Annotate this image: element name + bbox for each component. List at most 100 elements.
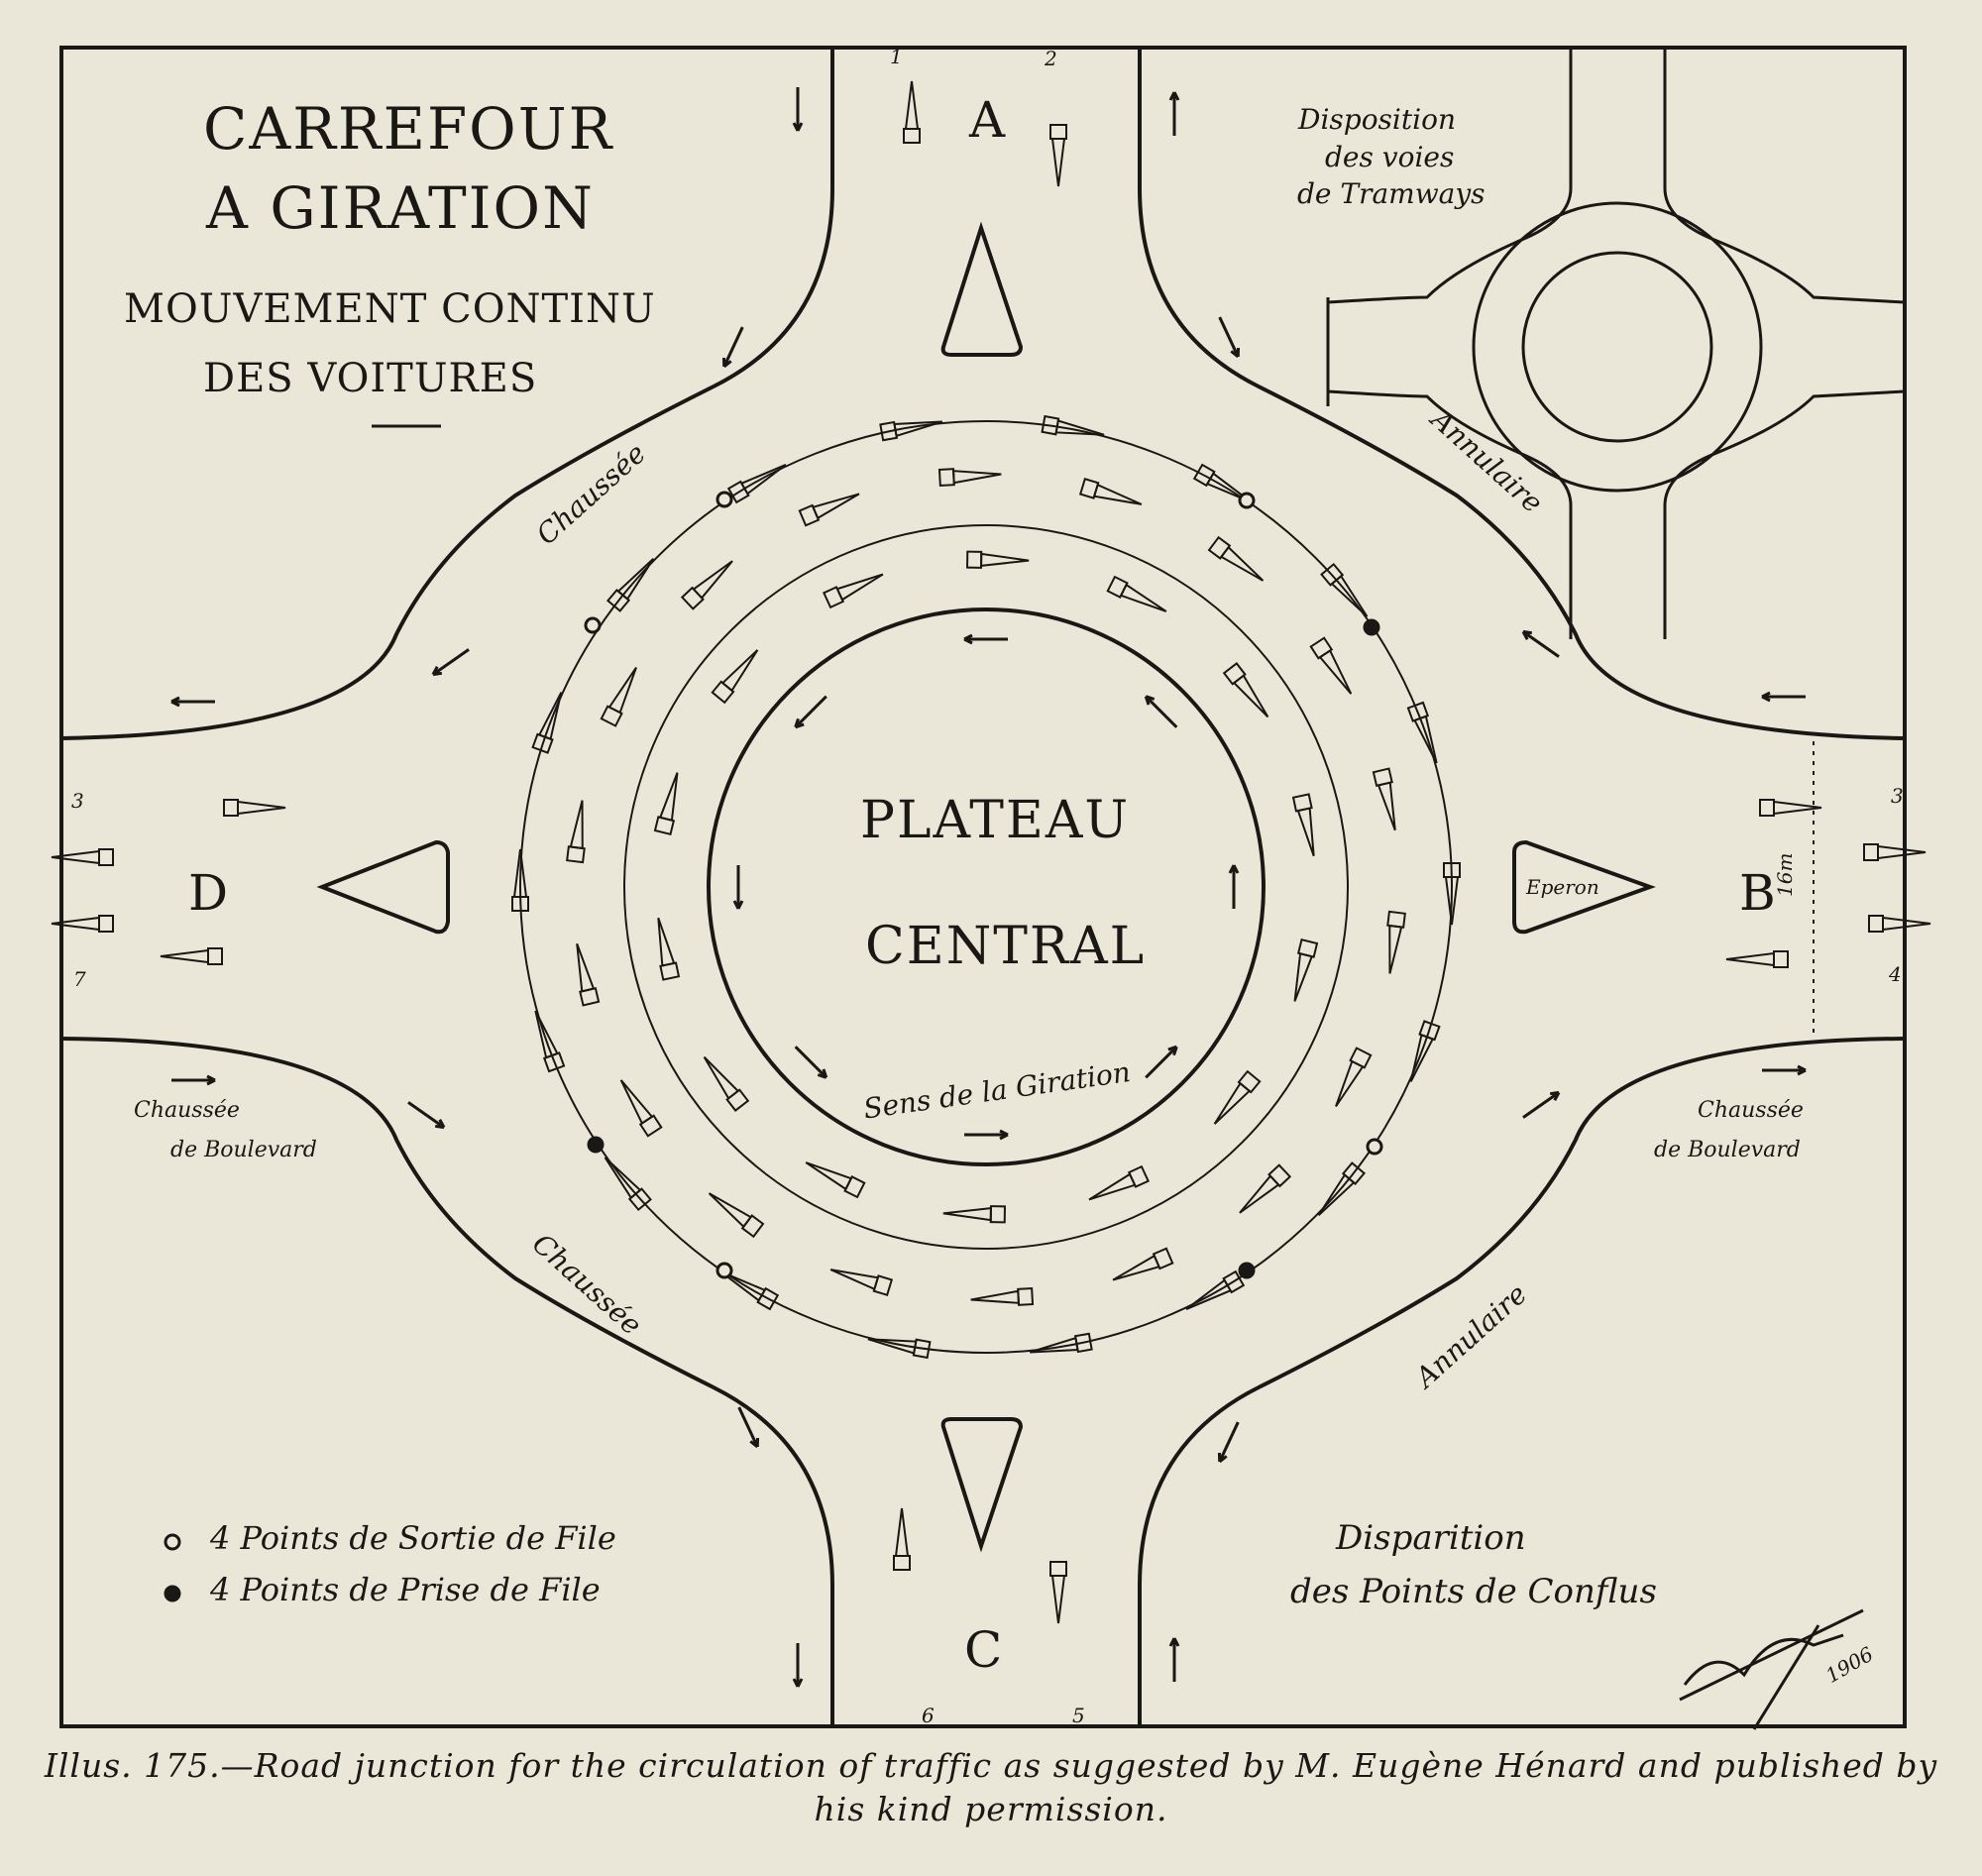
eperon-label: Eperon — [1525, 875, 1599, 899]
vehicle-marker — [1213, 1069, 1262, 1125]
outer-frame — [59, 46, 1907, 1728]
road-label-chaussee-nw: Chaussée — [530, 437, 652, 552]
vehicle-marker — [893, 1507, 911, 1571]
vehicle-marker — [1725, 950, 1789, 968]
flow-arrow — [1168, 91, 1180, 136]
vehicle-marker — [1088, 1164, 1150, 1201]
vehicle-marker — [1868, 915, 1931, 933]
vehicle-marker — [1239, 1163, 1292, 1214]
vehicle-marker — [51, 848, 114, 866]
vehicle-marker — [1309, 636, 1353, 695]
lane-number-6-bottom: 6 — [922, 1704, 935, 1727]
flow-arrow — [963, 633, 1008, 645]
vehicle-marker — [576, 942, 601, 1007]
figure-caption: Illus. 175.—Road junction for the circul… — [40, 1744, 1942, 1831]
vehicle-marker — [1029, 1332, 1093, 1354]
corner-note-2: des Points de Conflus — [1290, 1572, 1657, 1611]
flow-arrow — [794, 1046, 828, 1079]
vehicle-marker — [879, 420, 943, 442]
road-label-boulevard-e-2: de Boulevard — [1654, 1138, 1801, 1162]
vehicle-marker — [531, 692, 563, 754]
flow-arrow — [721, 326, 744, 369]
flow-arrow — [1228, 864, 1240, 909]
island-east — [1512, 839, 1656, 935]
vehicle-marker — [1185, 1269, 1246, 1310]
rotation-direction-label: Sens de la Giration — [861, 1055, 1132, 1125]
vehicle-marker — [1863, 843, 1927, 861]
flow-arrow — [1168, 1637, 1180, 1682]
flow-arrow — [737, 1406, 760, 1449]
exit-point-dot — [164, 1533, 181, 1551]
vehicle-marker — [829, 1269, 894, 1296]
vehicle-marker — [657, 917, 681, 981]
flow-arrow — [1761, 691, 1806, 703]
vehicle-marker — [719, 1270, 780, 1311]
branch-label-c: C — [964, 1621, 1002, 1679]
flow-arrows — [170, 87, 1807, 1688]
vehicle-marker — [680, 560, 733, 610]
flow-arrow — [1762, 1064, 1807, 1076]
vehicle-marker — [1192, 463, 1253, 503]
lane-number-7-west: 7 — [73, 967, 86, 991]
vehicle-marker — [942, 1205, 1006, 1224]
vehicle-marker — [708, 1192, 765, 1239]
exit-point-marker — [1238, 492, 1256, 509]
flow-arrow — [792, 87, 804, 132]
vehicle-marker — [1406, 701, 1438, 764]
tramway-label-2: des voies — [1325, 141, 1454, 173]
island-west — [316, 839, 450, 935]
lane-number-2-top: 2 — [1044, 47, 1057, 70]
vehicle-marker — [970, 1287, 1035, 1306]
plateau-label-1: PLATEAU — [860, 791, 1130, 850]
entry-point-marker — [1363, 618, 1380, 636]
outer-ring-path — [519, 420, 1453, 1354]
vehicle-marker — [1049, 1561, 1067, 1624]
exit-point-marker — [1366, 1138, 1383, 1156]
vehicle-marker — [823, 573, 884, 609]
vehicle-marker — [937, 468, 1002, 487]
exit-point-marker — [716, 491, 733, 508]
vehicle-marker — [1386, 910, 1406, 974]
vehicle-marker — [711, 649, 759, 705]
vehicle-marker — [805, 1161, 866, 1199]
plateau-label-2: CENTRAL — [865, 917, 1146, 976]
road-label-boulevard-e-1: Chaussée — [1698, 1098, 1804, 1123]
road-edges — [60, 48, 1906, 1726]
vehicle-marker — [1106, 575, 1167, 612]
entry-point-marker — [1238, 1262, 1256, 1279]
vehicle-marker — [867, 1338, 932, 1360]
road-label-boulevard-w-2: de Boulevard — [170, 1138, 317, 1162]
vehicle-marker — [1112, 1247, 1174, 1281]
flow-arrow — [170, 696, 215, 708]
vehicle-marker — [223, 799, 286, 817]
vehicle-markers — [51, 80, 1931, 1624]
vehicle-marker — [160, 947, 223, 965]
vehicle-marker — [1372, 767, 1396, 831]
flow-arrow — [732, 865, 744, 910]
flow-arrow — [792, 1643, 804, 1688]
vehicle-marker — [534, 1010, 566, 1073]
flow-arrow — [964, 1129, 1009, 1141]
vehicle-marker — [619, 1079, 663, 1138]
flow-arrow — [794, 695, 827, 729]
island-north — [940, 221, 1024, 357]
vehicle-marker — [653, 772, 679, 835]
vehicle-marker — [1222, 662, 1269, 718]
title-line-2: A GIRATION — [205, 174, 595, 242]
branch-label-b: B — [1739, 864, 1776, 922]
flow-arrow — [431, 648, 470, 677]
flow-arrow — [1521, 629, 1560, 658]
legend-exit-label: 4 Points de Sortie de File — [209, 1519, 616, 1557]
lane-number-1-top: 1 — [890, 45, 903, 68]
vehicle-marker — [1317, 1161, 1367, 1216]
vehicle-marker — [703, 1055, 750, 1112]
vehicle-marker — [511, 848, 529, 912]
central-plateau — [707, 607, 1266, 1166]
tramway-label-1: Disposition — [1297, 103, 1456, 136]
lane-number-3-east: 3 — [1891, 784, 1904, 808]
vehicle-marker — [606, 558, 655, 612]
vehicle-marker — [798, 493, 860, 527]
tramway-label-3: de Tramways — [1297, 177, 1486, 210]
